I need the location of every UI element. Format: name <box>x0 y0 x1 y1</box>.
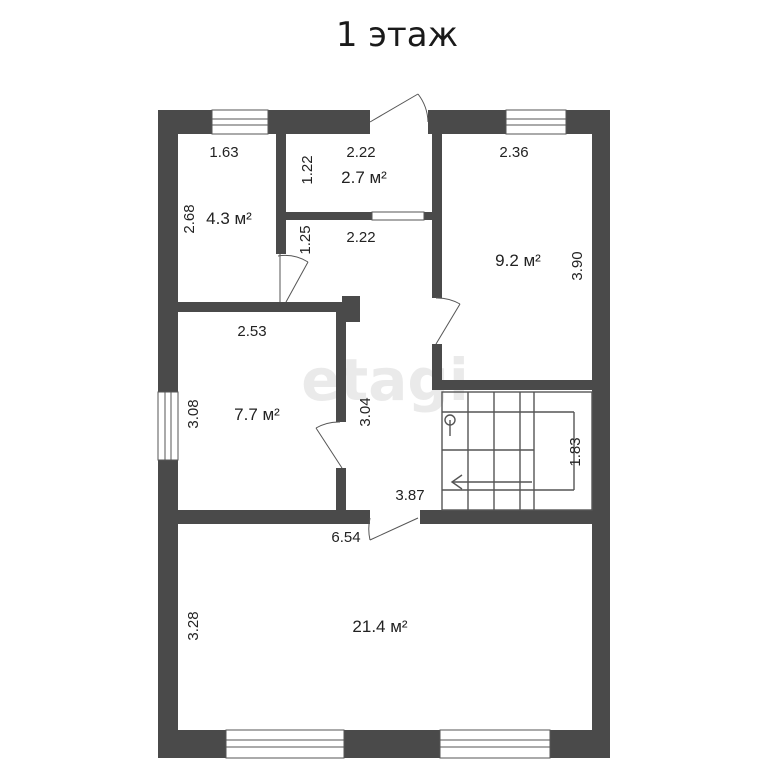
labels: 1.63 2.68 4.3 м² 2.22 1.22 2.7 м² 2.22 1… <box>181 144 586 641</box>
window-bottom-right <box>439 729 551 759</box>
area-topleft: 4.3 м² <box>206 209 252 228</box>
window-top-left <box>211 109 269 135</box>
windows <box>157 109 567 759</box>
dim-bath-width: 2.22 <box>346 144 375 161</box>
door-topright-room <box>435 297 461 345</box>
doors <box>277 93 461 541</box>
dim-hall-height: 1.25 <box>297 225 314 254</box>
dim-hall-width: 2.22 <box>346 229 375 246</box>
opening-bath <box>371 211 425 221</box>
door-living <box>368 517 419 541</box>
wall-mid-b <box>420 510 592 524</box>
wall-topleft-bottom <box>178 302 360 312</box>
dim-living-width: 6.54 <box>331 529 360 546</box>
area-living: 21.4 м² <box>352 617 407 636</box>
wall-post <box>342 296 360 322</box>
area-bath: 2.7 м² <box>341 168 387 187</box>
door-topleft-room <box>277 254 309 303</box>
wall-mid-a <box>178 510 370 524</box>
wall-topleft-right <box>276 134 286 254</box>
dim-bath-height: 1.22 <box>299 155 316 184</box>
dim-topleft-height: 2.68 <box>181 204 198 233</box>
area-midleft: 7.7 м² <box>234 405 280 424</box>
dim-topright-height: 3.90 <box>569 251 586 280</box>
door-entrance <box>369 93 429 123</box>
dim-stairs-height: 1.83 <box>567 437 584 466</box>
staircase <box>441 391 593 511</box>
wall-midleft-right-a <box>336 312 346 422</box>
dim-midleft-height: 3.08 <box>185 399 202 428</box>
wall-right <box>592 110 610 758</box>
door-midleft-room <box>315 421 343 469</box>
wall-bath-bottom-b <box>424 212 434 220</box>
dim-topleft-width: 1.63 <box>209 144 238 161</box>
dim-living-height: 3.28 <box>185 611 202 640</box>
dim-corridor-width: 3.87 <box>395 487 424 504</box>
dim-topright-width: 2.36 <box>499 144 528 161</box>
plan-title: 1 этаж <box>336 15 458 55</box>
outer-walls <box>158 110 610 758</box>
interior-walls <box>178 134 592 524</box>
stair-frame <box>441 391 593 511</box>
window-top-right <box>505 109 567 135</box>
window-bottom-left <box>225 729 345 759</box>
wall-stair-top <box>432 380 592 390</box>
area-topright: 9.2 м² <box>495 251 541 270</box>
wall-topright-lower <box>432 344 442 386</box>
wall-midleft-right-b <box>336 468 346 512</box>
wall-bath-right <box>432 134 442 298</box>
wall-bath-bottom-a <box>286 212 372 220</box>
window-left <box>157 391 179 461</box>
dim-midleft-width: 2.53 <box>237 323 266 340</box>
dim-corridor-height: 3.04 <box>357 397 374 426</box>
